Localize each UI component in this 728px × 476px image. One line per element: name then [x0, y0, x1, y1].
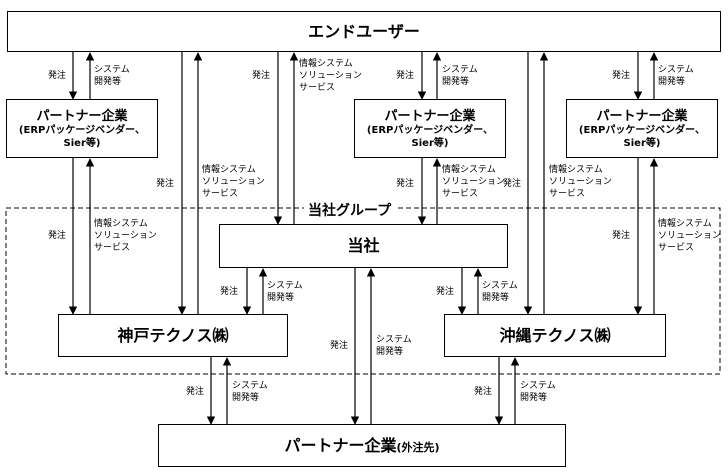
info-system-line3: サービス: [94, 243, 131, 253]
partner-box-right: パートナー企業 (ERPパッケージベンダー、 Sier等): [566, 99, 718, 158]
info-system-line2: ソリューション: [442, 177, 505, 187]
partner-title: パートナー企業: [596, 109, 688, 124]
order-label: 発注: [186, 387, 205, 397]
order-label: 発注: [396, 71, 415, 81]
order-label: 発注: [156, 179, 175, 189]
system-dev-line2: 開発等: [482, 293, 510, 303]
system-dev-line2: 開発等: [232, 393, 260, 403]
system-dev-line2: 開発等: [267, 293, 295, 303]
end-user-box: エンドユーザー: [7, 11, 721, 52]
order-label: 発注: [612, 231, 631, 241]
system-dev-line2: 開発等: [520, 393, 548, 403]
info-system-line2: ソリューション: [202, 177, 265, 187]
partner-sub: (ERPパッケージベンダー、: [366, 125, 494, 136]
info-system-line3: サービス: [202, 189, 239, 199]
info-system-line1: 情報システム: [442, 165, 496, 175]
order-label: 発注: [48, 231, 67, 241]
system-dev-line1: システム: [520, 381, 556, 391]
order-label: 発注: [503, 179, 522, 189]
info-system-line2: ソリューション: [94, 231, 157, 241]
system-dev-line2: 開発等: [94, 77, 122, 87]
system-dev-line1: システム: [376, 335, 412, 345]
info-system-line1: 情報システム: [299, 59, 353, 69]
partner-sub: (ERPパッケージベンダー、: [18, 125, 146, 136]
bottom-partner-box: パートナー企業(外注先): [158, 424, 566, 467]
info-system-line1: 情報システム: [94, 219, 148, 229]
system-dev-label: システム開発等: [232, 380, 268, 404]
info-system-line1: 情報システム: [549, 165, 603, 175]
okinawa-technos-label: 沖縄テクノス㈱: [499, 326, 611, 345]
system-dev-label: システム開発等: [94, 64, 130, 88]
okinawa-technos-box: 沖縄テクノス㈱: [444, 314, 666, 357]
partner-box-left: パートナー企業 (ERPパッケージベンダー、 Sier等): [6, 99, 158, 158]
system-dev-line1: システム: [232, 381, 268, 391]
info-system-line3: サービス: [442, 189, 479, 199]
end-user-label: エンドユーザー: [308, 22, 420, 41]
info-system-line1: 情報システム: [202, 165, 256, 175]
partner-title: パートナー企業: [36, 109, 128, 124]
order-label: 発注: [48, 71, 67, 81]
order-label: 発注: [474, 387, 493, 397]
info-system-label: 情報システムソリューションサービス: [94, 218, 157, 254]
system-dev-line1: システム: [94, 65, 130, 75]
system-dev-label: システム開発等: [376, 334, 412, 358]
company-box: 当社: [219, 224, 508, 268]
system-dev-label: システム開発等: [520, 380, 556, 404]
info-system-line2: ソリューション: [299, 71, 362, 81]
info-system-line3: サービス: [549, 189, 586, 199]
partner-sub: Sier等): [411, 138, 449, 149]
info-system-label: 情報システムソリューションサービス: [299, 58, 362, 94]
order-label: 発注: [220, 287, 239, 297]
order-label: 発注: [252, 71, 271, 81]
info-system-line1: 情報システム: [658, 219, 712, 229]
system-dev-line2: 開発等: [658, 77, 686, 87]
system-dev-line2: 開発等: [442, 77, 470, 87]
order-label: 発注: [330, 341, 349, 351]
bottom-partner-suffix: (外注先): [396, 441, 440, 454]
system-dev-line1: システム: [658, 65, 694, 75]
company-label: 当社: [347, 236, 380, 255]
system-dev-label: システム開発等: [267, 280, 303, 304]
order-label: 発注: [396, 179, 415, 189]
partner-sub: Sier等): [623, 138, 661, 149]
partner-title: パートナー企業: [384, 109, 476, 124]
bottom-partner-label: パートナー企業: [284, 436, 397, 455]
system-dev-line1: システム: [442, 65, 478, 75]
info-system-line3: サービス: [658, 243, 695, 253]
partner-sub: (ERPパッケージベンダー、: [578, 125, 706, 136]
group-label: 当社グループ: [304, 200, 396, 220]
system-dev-label: システム開発等: [482, 280, 518, 304]
info-system-line3: サービス: [299, 83, 336, 93]
order-label: 発注: [436, 287, 455, 297]
info-system-label: 情報システムソリューションサービス: [549, 164, 612, 200]
system-dev-line2: 開発等: [376, 347, 404, 357]
kobe-technos-label: 神戸テクノス㈱: [117, 326, 229, 345]
system-dev-label: システム開発等: [658, 64, 694, 88]
partner-sub: Sier等): [63, 138, 101, 149]
info-system-label: 情報システムソリューションサービス: [202, 164, 265, 200]
info-system-line2: ソリューション: [658, 231, 721, 241]
system-dev-label: システム開発等: [442, 64, 478, 88]
order-label: 発注: [612, 71, 631, 81]
info-system-line2: ソリューション: [549, 177, 612, 187]
info-system-label: 情報システムソリューションサービス: [442, 164, 505, 200]
system-dev-line1: システム: [267, 281, 303, 291]
system-dev-line1: システム: [482, 281, 518, 291]
kobe-technos-box: 神戸テクノス㈱: [58, 314, 288, 357]
info-system-label: 情報システムソリューションサービス: [658, 218, 721, 254]
partner-box-middle: パートナー企業 (ERPパッケージベンダー、 Sier等): [354, 99, 506, 158]
